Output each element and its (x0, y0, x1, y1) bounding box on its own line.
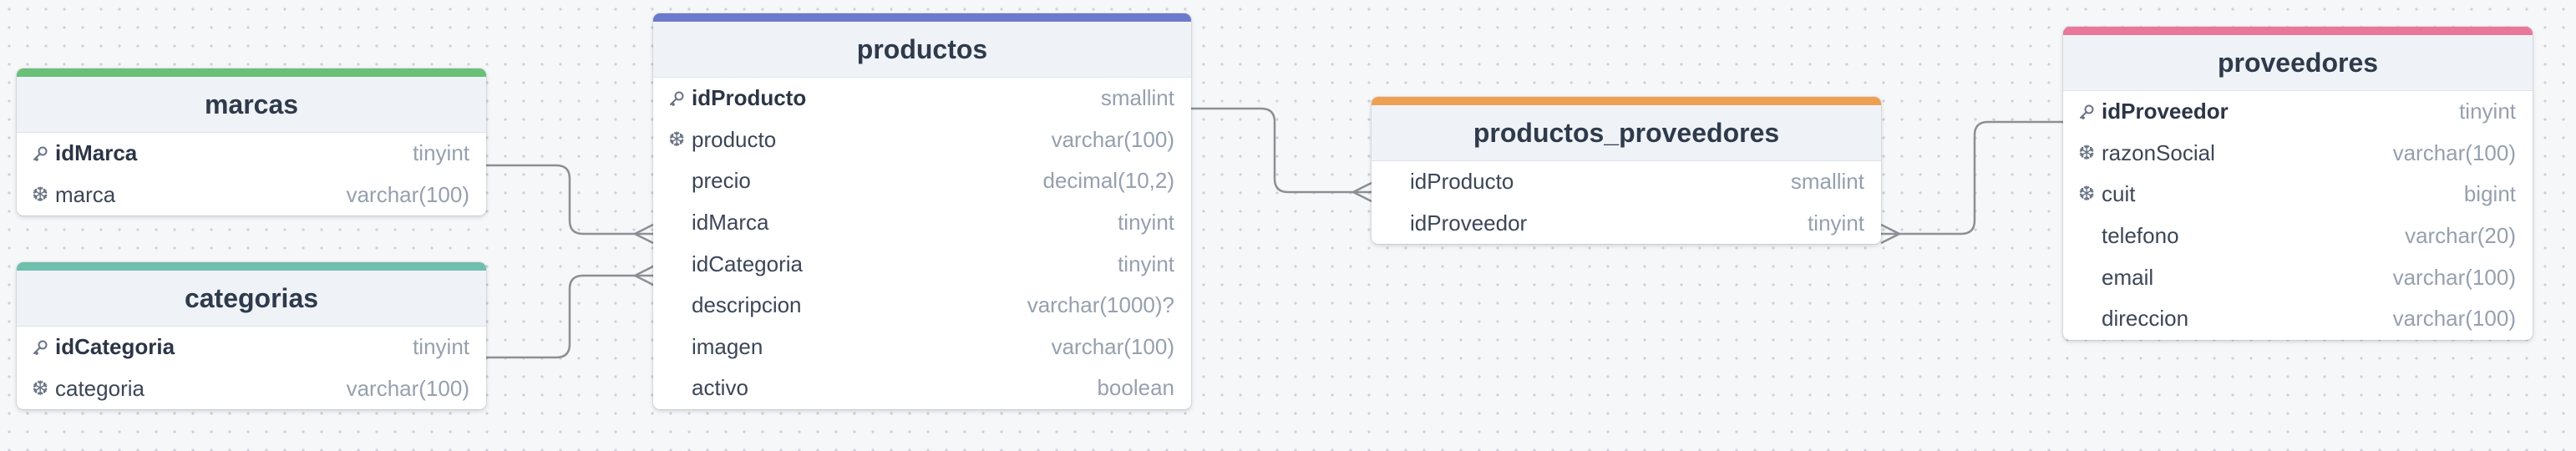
column-row[interactable]: ❆razonSocial varchar(100) (2063, 133, 2533, 175)
column-type: boolean (1097, 375, 1174, 401)
column-type: varchar(20) (2405, 223, 2516, 249)
column-type: smallint (1790, 169, 1864, 195)
table-productos[interactable]: productos idProducto smallint ❆ producto var… (653, 13, 1191, 409)
column-name: categoria (55, 375, 145, 401)
crowfoot-productos-pp (1352, 181, 1372, 203)
table-title: productos (653, 22, 1191, 78)
column-name: email (2102, 264, 2154, 290)
column-name: idCategoria (55, 334, 175, 360)
column-row[interactable]: idProveedor tinyint (1372, 203, 1881, 245)
key-icon (32, 145, 55, 162)
crowfoot-marcas-productos (634, 223, 654, 245)
crowfoot-categorias-productos (634, 265, 654, 286)
snowflake-icon: ❆ (32, 377, 49, 400)
column-name: activo (692, 375, 748, 401)
column-name: descripcion (692, 292, 802, 318)
table-color-bar (653, 13, 1191, 22)
key-icon (668, 90, 692, 107)
column-type: varchar(100) (2392, 264, 2516, 290)
column-row[interactable]: idProducto smallint (653, 78, 1191, 119)
column-type: tinyint (1118, 210, 1174, 236)
snowflake-icon: ❆ (32, 183, 49, 206)
column-name: marca (55, 181, 116, 207)
column-row[interactable]: ❆ cuit bigint (2063, 174, 2533, 215)
column-name: idMarca (55, 140, 138, 166)
column-name: idProducto (1410, 169, 1514, 195)
table-title: productos_proveedores (1372, 105, 1881, 161)
column-type: varchar(100) (1051, 333, 1174, 359)
table-color-bar (17, 262, 486, 271)
column-row[interactable]: idCategoria tinyint (17, 327, 486, 368)
column-name: idCategoria (692, 251, 803, 276)
column-type: varchar(100) (1051, 126, 1174, 152)
column-row[interactable]: idMarca tinyint (17, 133, 486, 175)
column-row[interactable]: idProveedor tinyint (2063, 91, 2533, 133)
column-name: razonSocial (2102, 139, 2215, 165)
column-name: precio (692, 168, 751, 194)
column-name: idMarca (692, 210, 769, 236)
column-row[interactable]: ❆ marca varchar(100) (17, 175, 486, 216)
column-name: telefono (2102, 223, 2179, 249)
table-title: categorias (17, 271, 486, 327)
crowfoot-proveedores-pp (1880, 223, 1900, 245)
column-row[interactable]: descripcion varchar(1000)? (653, 285, 1191, 327)
column-type: tinyint (413, 334, 469, 360)
column-row[interactable]: imagen varchar(100) (653, 327, 1191, 368)
link-marcas-productos (486, 164, 653, 236)
column-name: idProveedor (2102, 99, 2229, 124)
column-row[interactable]: idMarca tinyint (653, 202, 1191, 244)
table-color-bar (2063, 27, 2533, 35)
column-row[interactable]: email varchar(100) (2063, 256, 2533, 298)
snowflake-icon: ❆ (2078, 141, 2096, 165)
column-type: bigint (2463, 181, 2516, 207)
table-marcas[interactable]: marcas idMarca tinyint ❆ marca varchar(100) (17, 68, 486, 216)
column-type: varchar(100) (2392, 306, 2516, 332)
snowflake-icon: ❆ (2078, 183, 2096, 206)
column-name: direccion (2102, 306, 2189, 332)
key-icon (32, 339, 55, 356)
table-productos-proveedores[interactable]: productos_proveedores idProducto smallint… (1372, 97, 1881, 245)
table-title: marcas (17, 77, 486, 133)
column-name: imagen (692, 333, 763, 359)
link-categorias-productos (486, 274, 653, 359)
column-name: producto (692, 126, 777, 152)
link-proveedores-pp (1881, 120, 2063, 236)
column-type: varchar(100) (2392, 139, 2516, 165)
snowflake-icon: ❆ (668, 128, 686, 151)
column-row[interactable]: direccion varchar(100) (2063, 298, 2533, 340)
column-row[interactable]: ❆ categoria varchar(100) (17, 368, 486, 410)
column-type: varchar(1000)? (1027, 292, 1174, 318)
column-name: idProducto (692, 85, 807, 111)
column-row[interactable]: idProducto smallint (1372, 161, 1881, 203)
column-type: varchar(100) (346, 181, 469, 207)
table-categorias[interactable]: categorias idCategoria tinyint ❆ categoria v… (17, 262, 486, 410)
column-type: tinyint (1118, 251, 1174, 276)
column-row[interactable]: activo boolean (653, 367, 1191, 409)
column-name: idProveedor (1410, 210, 1528, 236)
column-name: cuit (2102, 181, 2136, 207)
column-type: tinyint (1808, 210, 1864, 236)
key-icon (2078, 104, 2102, 120)
column-type: tinyint (413, 140, 469, 166)
column-type: varchar(100) (346, 375, 469, 401)
column-row[interactable]: idCategoria tinyint (653, 243, 1191, 285)
column-type: decimal(10,2) (1042, 168, 1174, 194)
column-row[interactable]: precio decimal(10,2) (653, 160, 1191, 202)
table-title: proveedores (2063, 35, 2533, 91)
table-color-bar (1372, 97, 1881, 105)
table-color-bar (17, 68, 486, 77)
column-type: smallint (1100, 85, 1174, 111)
column-type: tinyint (2459, 99, 2516, 124)
column-row[interactable]: telefono varchar(20) (2063, 215, 2533, 257)
link-productos-pp (1191, 107, 1372, 194)
column-row[interactable]: ❆ producto varchar(100) (653, 119, 1191, 161)
